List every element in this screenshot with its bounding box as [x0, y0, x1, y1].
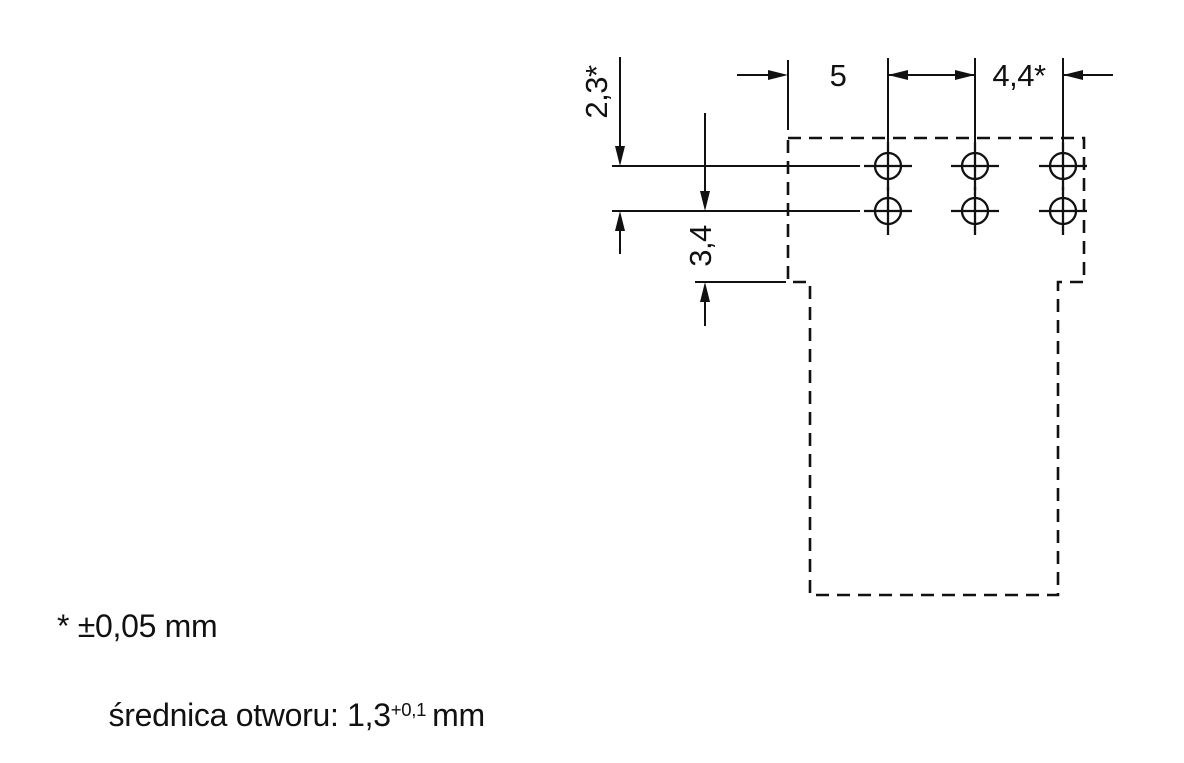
hole-diameter-text: średnica otworu: 1,3	[108, 697, 391, 733]
housing-outline	[786, 136, 1086, 597]
hole	[951, 142, 999, 190]
dim-label-row-spacing-2-3: 2,3*	[579, 65, 614, 119]
tolerance-note: * ±0,05 mm	[57, 608, 218, 644]
hole-diameter-tolerance-sup: +0,1	[390, 699, 427, 720]
hole	[951, 187, 999, 235]
arrowhead	[888, 70, 908, 80]
arrowhead	[700, 191, 710, 211]
dim-label-pitch-4-4: 4,4*	[992, 58, 1046, 93]
hole	[1039, 142, 1087, 190]
arrowhead	[615, 211, 625, 231]
arrowhead	[615, 146, 625, 166]
dim-label-row-to-edge-3-4: 3,4	[683, 225, 718, 267]
arrowhead	[700, 282, 710, 302]
arrowhead	[955, 70, 975, 80]
dimension-lines	[619, 57, 1113, 326]
hole	[864, 187, 912, 235]
hole-diameter-unit: mm	[432, 697, 485, 733]
arrowhead	[1063, 70, 1083, 80]
extension-lines	[612, 58, 1064, 283]
holes	[864, 142, 1087, 235]
arrowhead	[768, 70, 788, 80]
hole	[864, 142, 912, 190]
dim-label-pitch-5: 5	[830, 58, 847, 93]
arrowheads	[615, 70, 1083, 302]
hole	[1039, 187, 1087, 235]
